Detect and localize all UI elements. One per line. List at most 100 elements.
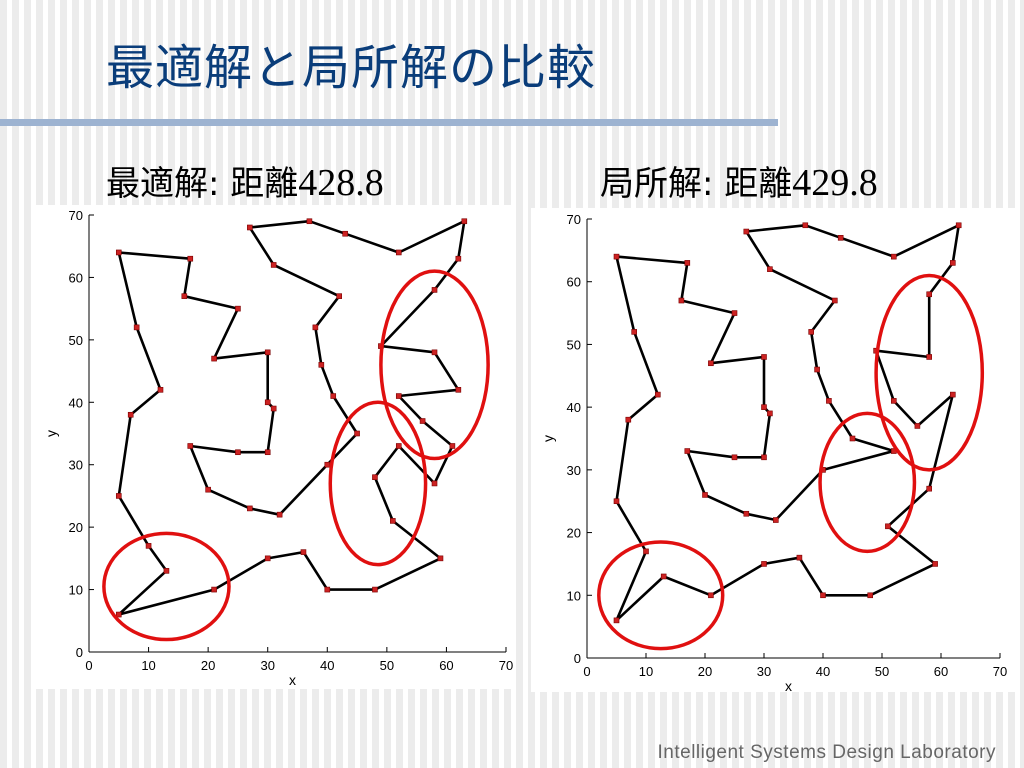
city-point [336,293,343,299]
city-point [270,405,277,412]
slide-title: 最適解と局所解の比較 [106,40,597,96]
highlight-ellipse [874,273,985,472]
city-point [914,423,921,429]
x-tick-label: 40 [816,664,830,679]
x-tick-label: 50 [380,658,394,673]
x-tick-label: 50 [875,664,889,679]
city-point [708,592,714,599]
city-point [837,235,844,241]
city-point [820,592,826,599]
city-point [330,393,337,399]
x-tick-label: 60 [439,658,453,673]
city-point [949,260,956,266]
y-tick-label: 50 [69,333,83,348]
city-point [613,253,620,260]
city-point [115,611,122,618]
city-point [431,349,438,356]
city-point [395,393,402,399]
city-point [678,297,685,304]
city-point [312,324,319,331]
city-point [767,410,773,417]
y-tick-label: 30 [567,463,581,478]
x-tick-label: 30 [757,664,771,679]
city-point [419,418,426,424]
city-point [761,354,767,360]
city-point [684,448,691,454]
city-point [655,391,661,398]
city-point [625,416,632,423]
city-point [761,454,767,461]
city-point [372,586,378,593]
y-tick-label: 20 [69,520,83,535]
y-axis-label: y [540,435,556,442]
city-point [181,293,188,299]
optimal-label: 最適解: 距離428.8 [106,156,384,205]
optimal-distance-value: 428.8 [298,162,384,204]
city-point [761,404,767,410]
city-point [461,218,468,225]
city-point [127,411,134,418]
city-point [264,555,271,562]
city-point [613,498,620,505]
city-point [145,543,152,549]
city-point [395,249,402,256]
city-point [324,586,331,593]
y-tick-label: 30 [69,458,83,473]
city-point [324,461,331,468]
city-point [926,291,933,298]
city-point [205,486,211,493]
x-tick-label: 20 [698,664,712,679]
lab-footer: Intelligent Systems Design Laboratory [657,742,996,763]
city-point [270,262,277,268]
city-point [949,391,956,398]
city-point [796,554,803,561]
local-distance-value: 429.8 [792,162,878,204]
title-divider [0,119,778,126]
y-tick-label: 60 [567,275,581,290]
highlight-ellipse [102,531,231,642]
city-point [455,255,462,262]
optimal-label-text: 最適解: 距離 [106,164,299,204]
city-point [926,354,933,360]
city-point [431,287,438,293]
city-point [455,387,462,393]
highlight-ellipse [379,269,490,461]
x-tick-label: 0 [85,658,92,673]
city-point [431,480,438,487]
city-point [235,449,241,456]
city-point [264,349,271,356]
x-tick-label: 60 [934,664,948,679]
city-point [708,360,714,367]
city-point [115,493,122,499]
city-point [276,511,283,518]
city-point [318,362,325,368]
city-point [235,305,241,312]
x-tick-label: 70 [993,664,1007,679]
city-point [157,387,164,393]
city-point [163,568,170,574]
city-point [187,255,194,262]
city-point [247,224,253,231]
city-point [890,253,897,260]
city-point [684,260,691,266]
city-point [932,561,938,567]
city-point [814,366,820,373]
city-point [767,266,773,272]
y-tick-label: 50 [567,337,581,352]
city-point [211,355,217,362]
highlight-ellipse [328,400,428,567]
city-point [631,329,637,335]
city-point [264,399,271,406]
city-point [731,310,738,316]
y-tick-label: 40 [567,400,581,415]
city-point [306,218,313,225]
y-tick-label: 40 [69,395,83,410]
city-point [743,228,750,235]
city-point [211,586,217,593]
city-point [890,398,897,404]
y-tick-label: 70 [69,208,83,223]
city-point [743,510,750,517]
city-point [187,443,194,449]
